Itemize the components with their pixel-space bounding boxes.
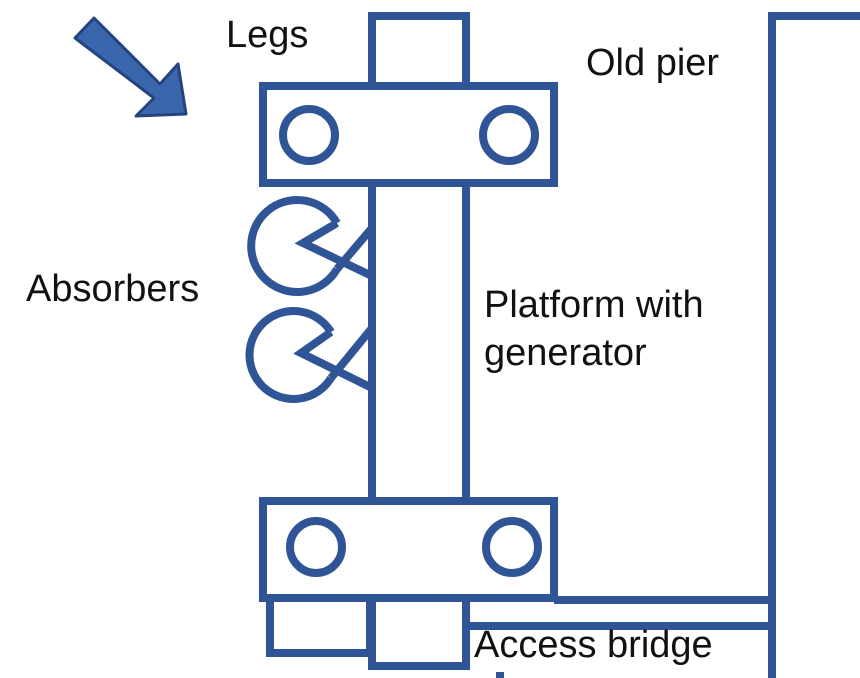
bottom-left-socket [286,517,346,577]
platform-label: Platform with generator [484,282,704,377]
top-frame [259,82,558,187]
platform-label-line2: generator [484,331,647,374]
lower-center-leg [368,594,470,670]
old-pier-label: Old pier [586,42,720,84]
absorber-lower [245,307,376,403]
absorbers-label: Absorbers [26,268,200,310]
bottom-right-socket [482,517,542,577]
old-pier-outline [768,12,860,678]
access-bridge-label: Access bridge [474,624,713,666]
absorber-upper [247,196,376,296]
platform-column [368,179,470,505]
arrow-shape [73,16,188,118]
top-right-socket [479,105,539,165]
legs-label: Legs [226,14,309,56]
bottom-frame [259,497,558,602]
wave-direction-arrow [73,16,188,118]
top-left-socket [279,105,339,165]
lower-left-leg [266,594,374,657]
platform-label-line1: Platform with [484,284,704,326]
upper-leg [368,12,470,90]
